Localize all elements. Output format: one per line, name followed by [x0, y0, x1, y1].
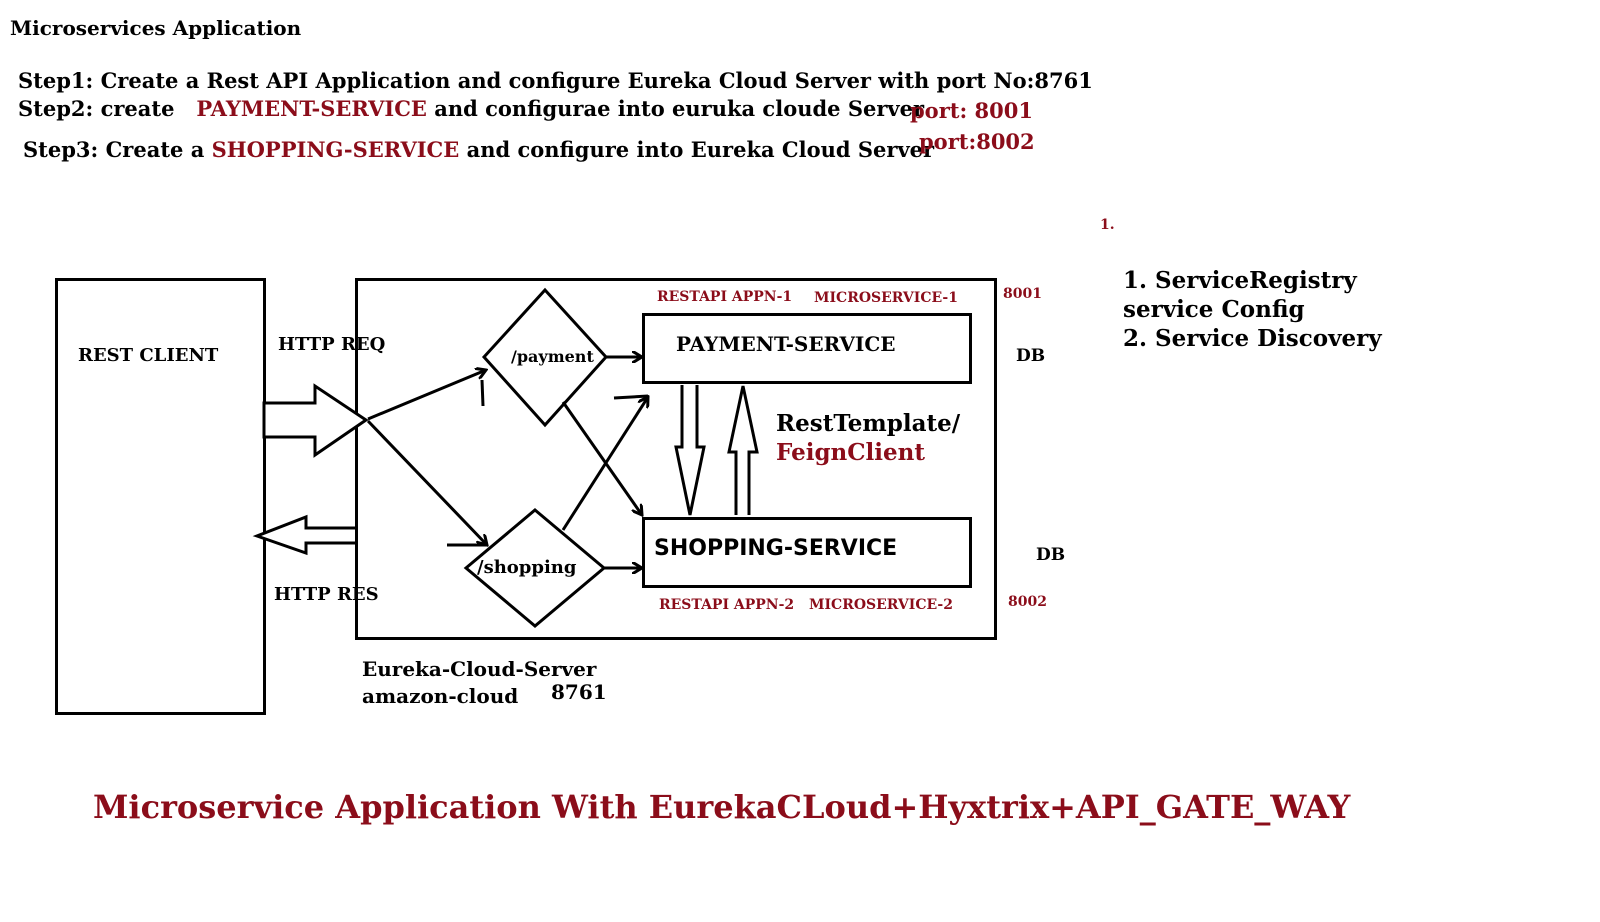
step1-text: Step1: Create a Rest API Application and…	[18, 68, 1093, 93]
payment-microservice-label: MICROSERVICE-1	[814, 290, 958, 306]
rest-client-label: REST CLIENT	[78, 345, 219, 366]
payment-app-label: RESTAPI APPN-1	[657, 289, 793, 305]
rest-call-down-arrow	[674, 385, 706, 516]
rest-client-box	[55, 278, 266, 715]
shopping-port-label: 8002	[1008, 594, 1047, 610]
step2-suffix: and configurae into euruka cloude Server	[434, 96, 925, 121]
step2-port: port: 8001	[910, 98, 1033, 123]
http-request-arrow	[262, 383, 369, 458]
payment-route-label: /payment	[511, 347, 594, 366]
payment-db-label: DB	[1016, 346, 1046, 366]
step3-service-name: SHOPPING-SERVICE	[211, 137, 460, 162]
notes-line-2: service Config	[1123, 296, 1305, 323]
step3-suffix: and configure into Eureka Cloud Server	[466, 137, 935, 162]
step3-port: port:8002	[919, 129, 1035, 154]
eureka-port-label: 8761	[551, 680, 607, 704]
step2-service-name: PAYMENT-SERVICE	[196, 96, 427, 121]
feign-client-label: FeignClient	[776, 439, 926, 466]
shopping-app-label: RESTAPI APPN-2	[659, 597, 795, 613]
payment-service-label: PAYMENT-SERVICE	[676, 332, 896, 356]
request-to-shopping-line	[366, 419, 487, 545]
request-to-payment-line	[367, 370, 486, 421]
http-response-label: HTTP RES	[274, 584, 379, 605]
shopping-route-label: /shopping	[477, 557, 577, 578]
step3-line: Step3: Create a SHOPPING-SERVICE and con…	[23, 137, 934, 162]
rest-call-up-arrow	[727, 385, 759, 515]
rest-template-label: RestTemplate/	[776, 410, 961, 437]
eureka-cloud-label: amazon-cloud	[362, 684, 519, 708]
shopping-route-diamond	[463, 508, 607, 628]
http-response-arrow	[252, 514, 355, 556]
step3-prefix: Step3: Create a	[23, 137, 205, 162]
http-request-label: HTTP REQ	[278, 334, 386, 355]
shopping-db-label: DB	[1036, 545, 1066, 565]
eureka-server-label: Eureka-Cloud-Server	[362, 657, 597, 681]
notes-line-3: 2. Service Discovery	[1123, 325, 1382, 352]
notes-line-1: 1. ServiceRegistry	[1123, 267, 1357, 294]
payment-route-diamond	[481, 287, 609, 428]
step2-line: Step2: create PAYMENT-SERVICE and config…	[18, 96, 924, 121]
step2-prefix: Step2: create	[18, 96, 175, 121]
shopping-microservice-label: MICROSERVICE-2	[809, 597, 953, 613]
payment-port-label: 8001	[1003, 286, 1042, 302]
page-title: Microservices Application	[10, 16, 302, 40]
shopping-service-label: SHOPPING-SERVICE	[654, 536, 898, 561]
footer-caption: Microservice Application With EurekaCLou…	[93, 788, 1351, 826]
eureka-server-box	[355, 278, 997, 640]
notes-marker: 1.	[1100, 217, 1115, 233]
shopping-service-box	[642, 517, 972, 588]
payment-service-box	[642, 313, 972, 384]
